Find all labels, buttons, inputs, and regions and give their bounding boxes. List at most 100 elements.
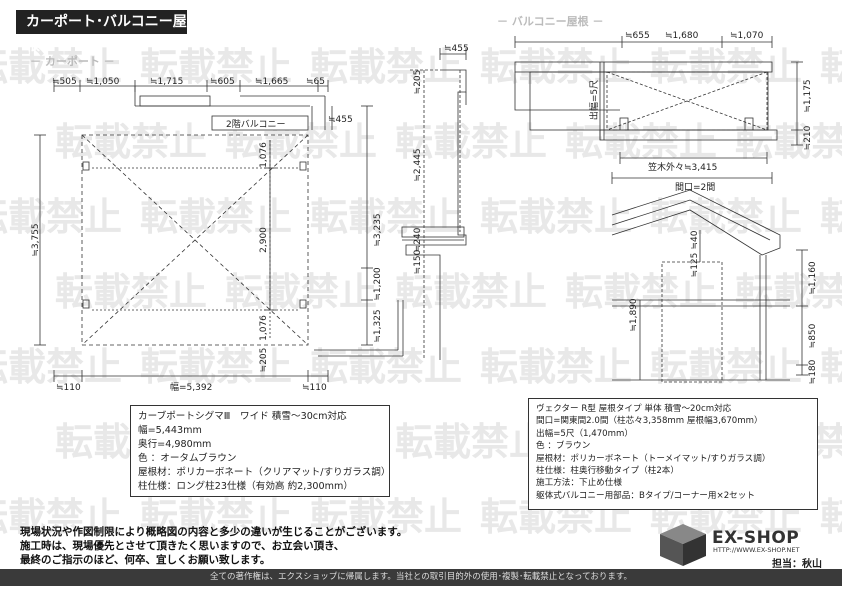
carport-plan <box>34 80 404 382</box>
spec-line: 幅=5,443mm <box>138 425 202 436</box>
balcony-dim-210: ≒210 <box>803 125 813 150</box>
spec-line: 奥行=4,980mm <box>138 439 212 450</box>
page-title: カーポート･バルコニー屋根 <box>16 10 187 54</box>
watermark-text: 転載禁止 <box>55 120 207 164</box>
carport-section-label: － カーポート － <box>30 55 115 68</box>
spec-line: 柱仕様：ロング柱23仕様（有効高 約2,300mm） <box>138 481 353 492</box>
watermark-text: 転載禁止 <box>310 195 462 239</box>
carport-right-height: ≒3,235 <box>373 213 383 246</box>
watermark-text: 転載禁止 <box>55 270 207 314</box>
balcony-dim-850: ≒850 <box>808 323 818 348</box>
watermark-text: 転載禁止 <box>140 345 292 389</box>
balcony-dim-655: ≒655 <box>625 31 650 41</box>
spec-line: カーブポートシグマⅢ ワイド 積雪～30cm対応 <box>138 411 347 422</box>
watermark-text: 転載禁止 <box>650 195 802 239</box>
dim-1715: ≒1,715 <box>150 77 183 87</box>
watermark-text: 転載禁止 <box>480 345 632 389</box>
watermark-text: 転載禁止 <box>0 495 122 539</box>
balcony-side-view <box>611 172 808 383</box>
balcony-dim-40: ≒40 <box>690 230 700 249</box>
watermark-text: 転載禁止 <box>310 495 462 539</box>
watermark-text: 転載禁止 <box>310 345 462 389</box>
inner-dim-1076-top: 1,076 <box>259 142 269 168</box>
watermark-text: 転載禁止 <box>310 45 462 89</box>
watermark-text: 転載禁止 <box>0 345 122 389</box>
notice-line: 施工時は、現場優先とさせて頂きたく思いますので、お立会い頂き、 <box>20 540 345 552</box>
watermark-text: 転載禁止 <box>395 270 547 314</box>
dim-455-carport: ≒455 <box>328 115 353 125</box>
watermark-text: 転載禁止 <box>225 270 377 314</box>
spec-line: 色 ：ブラウン <box>536 441 591 452</box>
balcony-section-label: － バルコニー屋根 － <box>497 15 604 28</box>
watermark-text: 転載禁止 <box>140 495 292 539</box>
watermark-text: 転載禁止 <box>0 45 122 89</box>
balcony-depth: 出幅=5尺 <box>588 80 600 120</box>
dim-110-left: ≒110 <box>56 383 81 393</box>
dim-1325: ≒1,325 <box>373 309 383 342</box>
notice-line: 最終のご指示のほど、何卒、宜しくお願い致します。 <box>20 554 271 566</box>
spec-line: 躯体式バルコニー用部品：Bタイプ/コーナー用×2セット <box>536 490 755 501</box>
watermark-text: 転載禁止 <box>820 45 842 89</box>
watermark-text: 転載禁止 <box>565 270 717 314</box>
watermark-text: 転載禁止 <box>565 120 717 164</box>
watermark-text: 転載禁止 <box>735 270 842 314</box>
watermark-text: 転載禁止 <box>140 45 292 89</box>
watermark-text: 転載禁止 <box>650 45 802 89</box>
inner-dim-2900: 2,900 <box>259 227 269 253</box>
carport-side-view <box>401 48 467 360</box>
footer-copyright: 全ての著作権は、エクスショップに帰属します。当社との取引目的外の使用･複製･転載… <box>0 569 842 586</box>
balcony-span: 間口=2間 <box>675 182 715 193</box>
side-dim-455: ≒455 <box>444 44 469 54</box>
dim-1200: ≒1,200 <box>373 267 383 301</box>
dim-605: ≒605 <box>210 77 235 87</box>
balcony-spec-box: ヴェクター R型 屋根タイプ 単体 積雪～20cm対応 間口=関東間2.0間（柱… <box>528 398 818 510</box>
watermark-text: 転載禁止 <box>140 195 292 239</box>
spec-line: ヴェクター R型 屋根タイプ 単体 積雪～20cm対応 <box>536 404 732 414</box>
side-dim-2445: ≒2,445 <box>413 148 423 181</box>
balcony-dim-1160: ≒1,160 <box>808 261 818 295</box>
side-dim-205: ≒205 <box>413 70 423 95</box>
logo-cube-icon <box>660 524 706 566</box>
notice-line: 現場状況や作図制限により概略図の内容と多少の違いが生じることがございます。 <box>20 526 408 538</box>
logo-name: EX-SHOP <box>712 528 800 548</box>
balcony-dim-1680: ≒1,680 <box>665 31 699 41</box>
balcony-dim-1175: ≒1,175 <box>803 79 813 112</box>
dim-205-carport: ≒205 <box>259 348 269 373</box>
balcony-plan <box>514 36 803 164</box>
carport-left-height: ≒3,755 <box>31 223 41 256</box>
watermark-text: 転載禁止 <box>820 345 842 389</box>
carport-spec-box: カーブポートシグマⅢ ワイド 積雪～30cm対応 幅=5,443mm 奥行=4,… <box>130 405 390 497</box>
watermark-text: 転載禁止 <box>480 195 632 239</box>
manager-label: 担当：秋山 <box>772 559 822 570</box>
watermark-text: 転載禁止 <box>820 495 842 539</box>
balcony-dim-180: ≒180 <box>808 359 818 384</box>
dim-505: ≒505 <box>52 77 77 87</box>
balcony-dim-1070: ≒1,070 <box>730 31 764 41</box>
spec-line: 柱仕様：柱奥行移動タイプ（柱2本） <box>536 466 679 477</box>
balcony-dim-1890: ≒1,890 <box>629 298 639 332</box>
balcony-dim-125: ≒125 <box>690 253 700 278</box>
spec-line: 施工方法：下止め仕様 <box>536 478 622 489</box>
dim-65: ≒65 <box>306 77 325 87</box>
side-dim-150: ≒150 <box>413 249 423 274</box>
notice-text: 現場状況や作図制限により概略図の内容と多少の違いが生じることがございます。 施工… <box>20 525 407 567</box>
spec-line: 間口=関東間2.0間（柱芯々3,358mm 屋根幅3,670mm） <box>536 416 763 427</box>
spec-line: 屋根材：ポリカーボネート（トーメイマット/すりガラス調） <box>536 453 771 464</box>
spec-line: 色 ：オータムブラウン <box>138 453 237 464</box>
balcony-label: 2階バルコニー <box>226 119 286 130</box>
dim-1665: ≒1,665 <box>255 77 288 87</box>
logo-url: HTTP://WWW.EX-SHOP.NET <box>713 546 800 554</box>
watermark-text: 転載禁止 <box>395 120 547 164</box>
inner-dim-1076-bottom: 1,076 <box>259 315 269 341</box>
dim-110-right: ≒110 <box>302 383 327 393</box>
carport-width: 幅=5,392 <box>170 381 212 393</box>
side-dim-240: ≒240 <box>413 227 423 252</box>
watermark-text: 転載禁止 <box>820 195 842 239</box>
watermark-text: 転載禁止 <box>0 195 122 239</box>
balcony-width: 笠木外々≒3,415 <box>648 161 717 173</box>
spec-line: 屋根材：ポリカーボネート（クリアマット/すりガラス調） <box>138 467 391 478</box>
dim-1050: ≒1,050 <box>86 77 120 87</box>
watermark-text: 転載禁止 <box>395 420 547 464</box>
spec-line: 出幅=5尺（1,470mm） <box>536 428 633 439</box>
